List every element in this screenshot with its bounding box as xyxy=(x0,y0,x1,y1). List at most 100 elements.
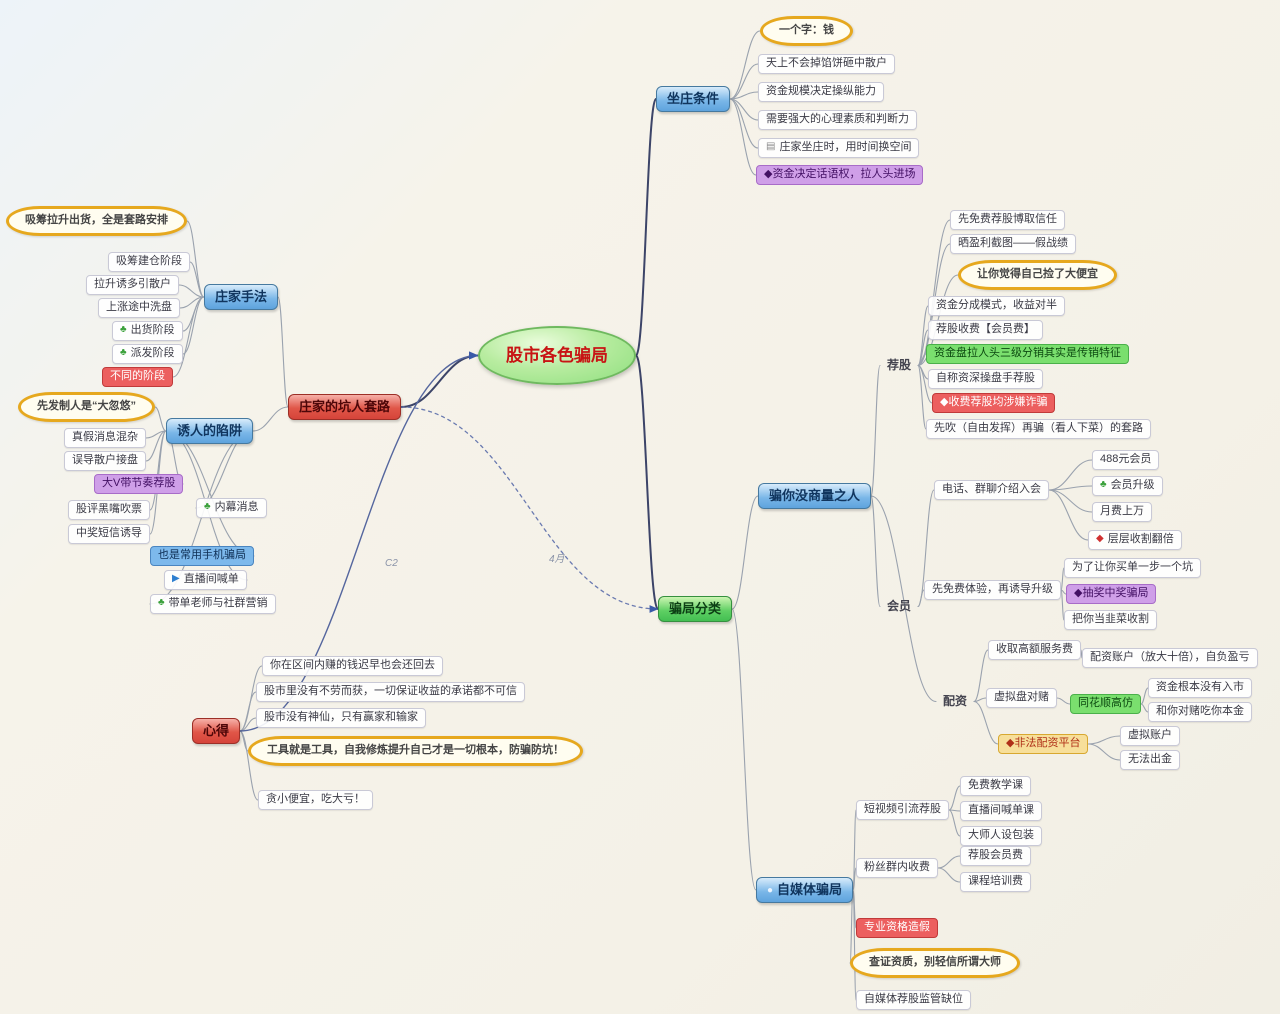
map-item[interactable]: 无法出金 xyxy=(1120,750,1180,770)
topic-pianju-fenlei[interactable]: 骗局分类 xyxy=(658,596,733,623)
node-label: 免费教学课 xyxy=(968,779,1023,791)
map-item[interactable]: 先吹（自由发挥）再骗（看人下菜）的套路 xyxy=(926,419,1151,439)
map-item[interactable]: 把你当韭菜收割 xyxy=(1064,610,1157,630)
map-item[interactable]: 荐股收费【会员费】 xyxy=(928,320,1043,340)
map-node-p3[interactable]: ◆非法配资平台 xyxy=(998,734,1089,754)
map-node-t1[interactable]: 一个字：钱 xyxy=(760,16,853,46)
branch-connector xyxy=(1060,567,1065,591)
map-item[interactable]: 先免费体验，再诱导升级 xyxy=(924,580,1061,600)
map-item[interactable]: 大师人设包装 xyxy=(960,826,1042,846)
map-item[interactable]: 资金规模决定操纵能力 xyxy=(758,82,884,102)
central-topic[interactable]: 股市各色骗局 xyxy=(478,326,636,386)
map-node-x4[interactable]: 工具就是工具，自我修炼提升自己才是一切根本，防骗防坑！ xyxy=(248,736,583,766)
map-item[interactable]: 免费教学课 xyxy=(960,776,1031,796)
node-label: 庄家的坑人套路 xyxy=(299,399,391,414)
map-node-y0[interactable]: 先发制人是“大忽悠” xyxy=(18,392,155,422)
map-item[interactable]: 资金根本没有入市 xyxy=(1148,678,1252,698)
node-label: 自媒体荐股监管缺位 xyxy=(864,993,963,1005)
map-item[interactable]: 月费上万 xyxy=(1092,502,1152,522)
map-item[interactable]: 天上不会掉馅饼砸中散户 xyxy=(758,54,895,74)
node-label: ◆非法配资平台 xyxy=(1006,737,1081,749)
branch-connector xyxy=(731,608,757,891)
map-node-zjsf[interactable]: 庄家手法 xyxy=(204,284,279,311)
map-item[interactable]: 股评黑嘴吹票 xyxy=(68,500,150,520)
map-item[interactable]: 自媒体荐股监管缺位 xyxy=(856,990,971,1010)
map-node-j8[interactable]: ◆收费荐股均涉嫌诈骗 xyxy=(932,393,1056,413)
node-label: 拉升诱多引散户 xyxy=(94,278,171,290)
map-item[interactable]: 自称资深操盘手荐股 xyxy=(928,369,1043,389)
map-item[interactable]: 收取高额服务费 xyxy=(988,640,1081,660)
map-item[interactable]: ♣出货阶段 xyxy=(112,321,183,341)
node-label: 大V带节奏荐股 xyxy=(102,477,176,489)
map-node-s0[interactable]: 吸筹拉升出货，全是套路安排 xyxy=(6,206,187,236)
map-item[interactable]: 拉升诱多引散户 xyxy=(86,275,179,295)
map-node-y3[interactable]: 大V带节奏荐股 xyxy=(94,474,184,494)
map-node-s6[interactable]: 不同的阶段 xyxy=(102,367,173,387)
map-node-y6[interactable]: 也是常用手机骗局 xyxy=(150,546,254,566)
map-node-h2b[interactable]: ◆抽奖中奖骗局 xyxy=(1066,584,1157,604)
map-item[interactable]: 吸筹建仓阶段 xyxy=(108,252,190,272)
map-item[interactable]: 股市里没有不劳而获，一切保证收益的承诺都不可信 xyxy=(256,682,525,702)
map-item[interactable]: 为了让你买单一步一个坑 xyxy=(1064,558,1201,578)
map-item[interactable]: ▤庄家坐庄时，用时间换空间 xyxy=(758,138,920,158)
map-item[interactable]: ◆层层收割翻倍 xyxy=(1088,530,1182,550)
map-item[interactable]: 课程培训费 xyxy=(960,872,1031,892)
topic-zimeiti[interactable]: ●自媒体骗局 xyxy=(756,877,854,904)
map-item[interactable]: 误导散户接盘 xyxy=(64,451,146,471)
main-branch-connector xyxy=(635,98,657,357)
map-node-gp[interactable]: 配资 xyxy=(936,692,974,711)
arrow-icon: ▶ xyxy=(172,573,180,584)
map-item[interactable]: 中奖短信诱导 xyxy=(68,524,150,544)
node-label: ◆抽奖中奖骗局 xyxy=(1074,587,1149,599)
node-label: 层层收割翻倍 xyxy=(1107,533,1174,545)
map-node-yrxj[interactable]: 诱人的陷阱 xyxy=(166,418,254,445)
map-item[interactable]: ♣派发阶段 xyxy=(112,344,183,364)
branch-connector xyxy=(277,296,289,408)
map-item[interactable]: 你在区间内赚的钱迟早也会还回去 xyxy=(262,656,443,676)
map-node-gh[interactable]: 会员 xyxy=(880,597,918,616)
map-item[interactable]: 粉丝群内收费 xyxy=(856,858,938,878)
map-node-zm2[interactable]: 专业资格造假 xyxy=(856,918,938,938)
branch-connector xyxy=(1087,743,1121,761)
topic-xinde[interactable]: 心得 xyxy=(192,718,241,745)
map-item[interactable]: 短视频引流荐股 xyxy=(856,800,949,820)
map-node-j6[interactable]: 资金盘拉人头三级分销其实是传销特征 xyxy=(926,344,1129,364)
map-item[interactable]: 真假消息混杂 xyxy=(64,428,146,448)
map-item[interactable]: 贪小便宜，吃大亏！ xyxy=(258,790,373,810)
map-item[interactable]: 股市没有神仙，只有赢家和输家 xyxy=(256,708,426,728)
node-label: 股市没有神仙，只有赢家和输家 xyxy=(264,711,418,723)
map-node-gj[interactable]: 荐股 xyxy=(880,356,918,375)
map-item[interactable]: 资金分成模式，收益对半 xyxy=(928,296,1065,316)
map-item[interactable]: ♣内幕消息 xyxy=(196,498,267,518)
map-item[interactable]: 虚拟账户 xyxy=(1120,726,1180,746)
map-item[interactable]: 上涨途中洗盘 xyxy=(98,298,180,318)
map-node-zm3[interactable]: 查证资质，别轻信所谓大师 xyxy=(850,948,1020,978)
map-node-t6[interactable]: ◆资金决定话语权，拉人头进场 xyxy=(756,165,924,185)
main-branch-connector xyxy=(635,354,659,610)
map-item[interactable]: 需要强大的心理素质和判断力 xyxy=(758,110,917,130)
topic-zhuangjia-taolu[interactable]: 庄家的坑人套路 xyxy=(288,394,402,421)
map-item[interactable]: 直播间喊单课 xyxy=(960,801,1042,821)
map-item[interactable]: 和你对赌吃你本金 xyxy=(1148,702,1252,722)
map-item[interactable]: 晒盈利截图——假战绩 xyxy=(950,234,1076,254)
map-item[interactable]: 配资账户（放大十倍），自负盈亏 xyxy=(1082,648,1258,668)
map-item[interactable]: 虚拟盘对赌 xyxy=(986,688,1057,708)
map-item[interactable]: ▶直播间喊单 xyxy=(164,570,247,590)
map-node-p2a[interactable]: 同花顺高仿 xyxy=(1070,694,1141,714)
topic-zuozhuang-tiaojian[interactable]: 坐庄条件 xyxy=(656,86,731,113)
map-item[interactable]: 电话、群聊介绍入会 xyxy=(934,480,1049,500)
node-label: 庄家手法 xyxy=(215,289,268,304)
map-item[interactable]: 488元会员 xyxy=(1092,450,1160,470)
map-node-j3[interactable]: 让你觉得自己捡了大便宜 xyxy=(958,260,1117,290)
branch-connector xyxy=(917,364,933,404)
person-icon: ● xyxy=(767,885,774,896)
topic-pianren[interactable]: 骗你没商量之人 xyxy=(758,483,872,510)
branch-connector xyxy=(973,649,989,703)
map-item[interactable]: 先免费荐股博取信任 xyxy=(950,210,1065,230)
node-label: 让你觉得自己捡了大便宜 xyxy=(977,268,1098,280)
branch-connector xyxy=(149,430,167,511)
node-label: 吸筹拉升出货，全是套路安排 xyxy=(25,214,168,226)
map-item[interactable]: 荐股会员费 xyxy=(960,846,1031,866)
map-item[interactable]: ♣会员升级 xyxy=(1092,476,1163,496)
map-item[interactable]: ♣带单老师与社群营销 xyxy=(150,594,276,614)
